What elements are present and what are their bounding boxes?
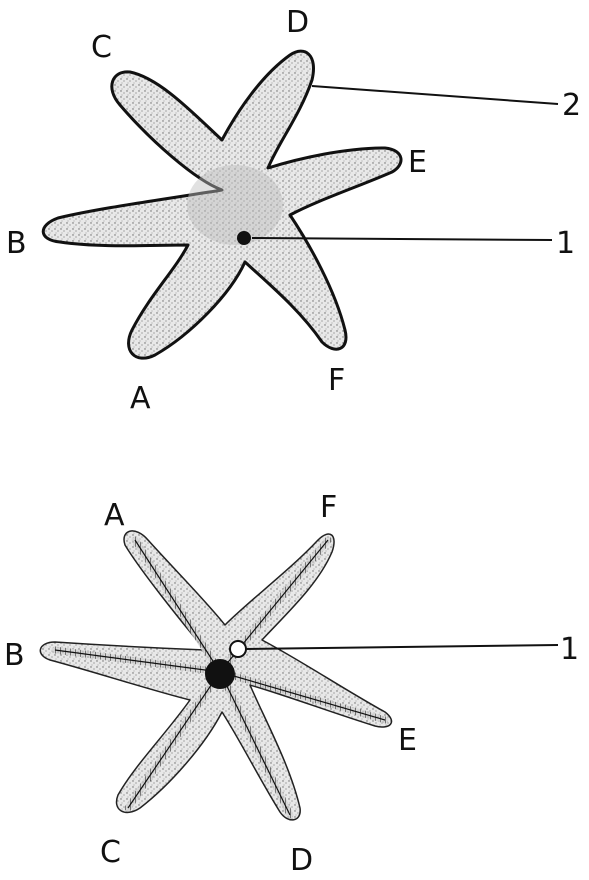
top-central-disk	[187, 165, 283, 245]
top-label-f: F	[328, 363, 345, 398]
top-callout-2: 2	[562, 88, 581, 123]
top-label-d: D	[286, 5, 309, 40]
bottom-mouth	[205, 659, 235, 689]
top-label-e: E	[408, 145, 427, 180]
top-label-b: B	[6, 226, 27, 261]
bottom-marker-circle	[230, 641, 246, 657]
top-madreporite-dot	[237, 231, 251, 245]
bottom-label-a: A	[104, 498, 125, 533]
bottom-label-d: D	[290, 843, 313, 878]
top-label-c: C	[91, 30, 112, 65]
top-callout-1: 1	[556, 226, 575, 261]
bottom-leader-line-1	[246, 645, 558, 649]
bottom-label-c: C	[100, 835, 121, 870]
bottom-label-e: E	[398, 723, 417, 758]
top-leader-line-2	[312, 86, 558, 104]
bottom-starfish	[40, 531, 391, 820]
top-label-a: A	[130, 381, 151, 416]
bottom-label-b: B	[4, 638, 25, 673]
top-starfish	[43, 51, 401, 358]
bottom-callout-1: 1	[560, 632, 579, 667]
bottom-label-f: F	[320, 490, 337, 525]
